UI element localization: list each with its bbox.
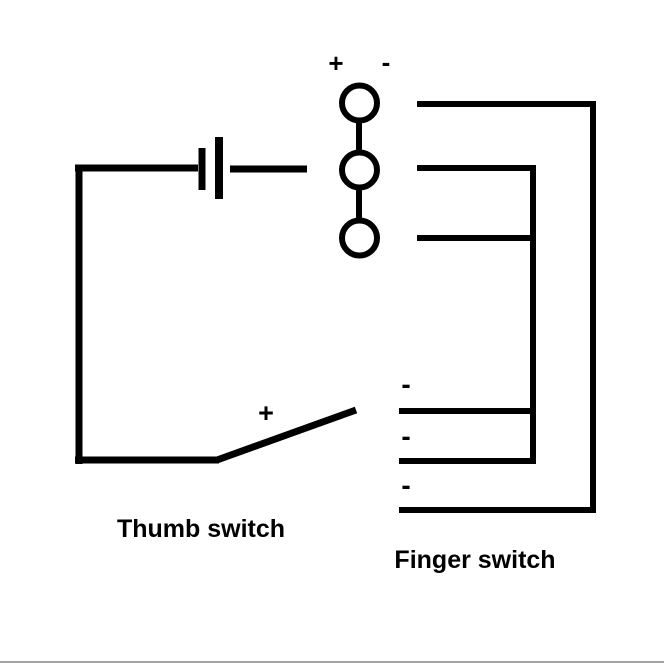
polarity-minus-3: -: [401, 470, 410, 501]
thumb-switch-arm: [215, 406, 358, 464]
finger-switch-label: Finger switch: [394, 546, 556, 574]
connector-ring-3: [339, 217, 380, 259]
polarity-plus-thumb: +: [258, 398, 274, 428]
connector-ring-2: [339, 149, 380, 191]
polarity-minus-1: -: [401, 369, 410, 400]
polarity-minus-top: -: [382, 47, 391, 77]
bottom-divider: [0, 661, 664, 663]
connector-ring-1: [339, 82, 380, 124]
polarity-minus-2: -: [401, 421, 410, 452]
polarity-plus-top: +: [328, 48, 343, 78]
thumb-switch-label: Thumb switch: [116, 515, 286, 543]
